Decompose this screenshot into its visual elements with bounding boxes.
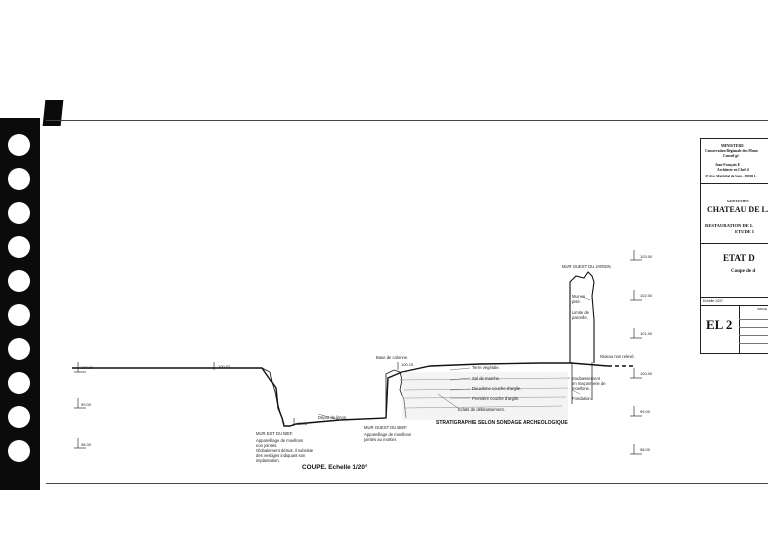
elev-right-1: 103.00 — [640, 254, 653, 259]
elev-right-2: 102.00 — [640, 293, 653, 298]
label-soubassement-1: Soubassement — [572, 376, 601, 381]
layer-line — [403, 405, 563, 409]
label-mur-ouest-jardin: MUR OUEST DU JARDIN. — [562, 264, 612, 269]
label-limite-2: parcelle. — [572, 315, 588, 320]
tb-indice: INDICE — [757, 307, 768, 311]
punch-hole — [8, 202, 30, 224]
wall-foundation — [571, 362, 593, 404]
elev-left-1: 100.00 — [81, 365, 94, 370]
elev-right-6: 98.00 — [640, 447, 651, 452]
punch-hole — [8, 372, 30, 394]
elev-right-5: 99.00 — [640, 409, 651, 414]
label-eclats: Eclats de débitassement. — [458, 407, 505, 412]
layer-line — [399, 377, 571, 381]
elev-low: 98.58 — [297, 421, 308, 426]
binder-strip — [0, 118, 40, 490]
tb-conservation: Conservation Régionale des Monu — [705, 149, 758, 153]
label-mur-pise-2: pisé. — [572, 299, 581, 304]
label-premiere-couche: Première couche d'argile. — [472, 396, 519, 401]
title-block-header: MINISTERE Conservation Régionale des Mon… — [701, 139, 768, 184]
elevation-markers-left — [74, 362, 86, 449]
label-mur-ouest-desc-2: jointés au mortier. — [363, 437, 397, 442]
punch-hole — [8, 236, 30, 258]
punch-hole — [8, 270, 30, 292]
punch-hole — [8, 304, 30, 326]
label-mur-ouest-desc-1: Appareillage de moellons — [364, 432, 411, 437]
label-limite-1: Limite de — [572, 310, 590, 315]
wall-east-bief — [261, 367, 285, 425]
title-block: MINISTERE Conservation Régionale des Mon… — [700, 138, 768, 354]
leader-lines — [317, 295, 591, 421]
label-deuxieme-couche: Deuxième couche d'argile. — [472, 386, 521, 391]
label-fondation: Fondation. — [572, 396, 592, 401]
tb-etude: ETUDE I — [735, 229, 754, 234]
punch-hole — [8, 168, 30, 190]
drawing-caption: COUPE. Echelle 1/20° — [302, 463, 368, 471]
tb-coupe: Coupe de d — [731, 269, 756, 274]
title-block-project: SAINT-ETIEN CHATEAU DE LA RESTAURATION D… — [701, 183, 768, 244]
elev-wall: 100.15 — [401, 362, 414, 367]
elev-left-3: 98.00 — [81, 442, 92, 447]
elev-left-2: 99.00 — [81, 402, 92, 407]
tb-plan-code: EL 2 — [706, 317, 733, 332]
layer-line — [403, 387, 569, 391]
label-mur-est-desc-5: implantation. — [256, 458, 280, 463]
sheet-frame — [46, 120, 768, 484]
strat-title: STRATIGRAPHIE SELON SONDAGE ARCHEOLOGIQU… — [436, 420, 568, 426]
wall-west-garden — [569, 271, 595, 363]
tb-address: 47 Ave. Maréchal de Saxe - 69006 L — [705, 174, 757, 178]
tb-restauration: RESTAURATION DE L — [705, 223, 754, 228]
tb-etat: ETAT D — [723, 253, 755, 263]
tb-chateau: CHATEAU DE LA — [707, 205, 768, 214]
punch-hole — [8, 406, 30, 428]
tb-saint: SAINT-ETIEN — [727, 199, 749, 203]
punch-hole — [8, 440, 30, 462]
tb-echelle: Echelle 1/20°. — [703, 299, 724, 303]
label-sol-marche: Sol de marche. — [472, 376, 500, 381]
label-soubassement-3: moellons. — [572, 386, 590, 391]
punch-hole — [8, 134, 30, 156]
label-mur-est-desc-4: des vestiges indiquant son — [256, 453, 306, 458]
tb-conseil: Conseil gé — [723, 154, 739, 158]
label-terre-vegetale: Terre végétale. — [472, 365, 500, 370]
tb-ministry: MINISTERE — [721, 143, 744, 148]
wall-west-bief — [385, 369, 407, 419]
tb-architect-name: Jean-François E — [715, 163, 741, 167]
layers-fill — [402, 372, 568, 420]
label-depot: Dépot de limon. — [318, 415, 347, 420]
label-mur-est-desc-3: Globalement détruit, il subsiste — [256, 448, 314, 453]
elevation-markers-right — [630, 250, 642, 455]
label-niveau: Niveau non relevé. — [600, 354, 635, 359]
title-block-drawing: ETAT D Coupe de d — [701, 243, 768, 298]
label-mur-est-desc-2: non jointés. — [256, 443, 277, 448]
label-mur-ouest-bief: MUR OUEST DU BIEF. — [364, 425, 407, 430]
elev-mid: 100.03 — [218, 364, 231, 369]
label-soubassement-2: en maçonnerie de — [572, 381, 606, 386]
layer-line — [403, 396, 567, 399]
label-mur-est: MUR EST DU BIEF. — [256, 431, 293, 436]
tb-architect-title: Architecte en Chef d — [717, 168, 749, 172]
elev-right-4: 100.00 — [640, 371, 653, 376]
elev-right-3: 101.00 — [640, 331, 653, 336]
title-block-ref: Echelle 1/20°. INDICE EL 2 — [701, 297, 768, 353]
label-mur-pise-1: Mur en — [572, 294, 586, 299]
label-mur-est-desc-1: Appareillage de moellons — [256, 438, 303, 443]
label-base-colonne: Base de colonne. — [376, 355, 408, 360]
punch-hole — [8, 338, 30, 360]
